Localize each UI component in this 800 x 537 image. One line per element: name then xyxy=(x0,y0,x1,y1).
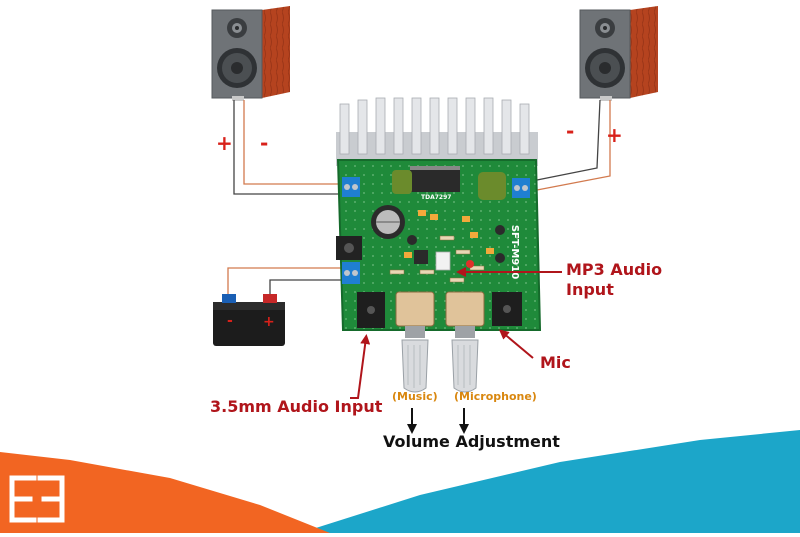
mp3-input-label-line2: Input xyxy=(566,280,614,299)
footer-band xyxy=(0,430,800,533)
left-speaker-plus-label: + xyxy=(216,131,233,155)
callout-arrows xyxy=(350,267,562,434)
pot-microphone xyxy=(445,291,485,393)
terminal-left-top xyxy=(342,177,360,197)
battery: - + xyxy=(213,294,285,346)
audio-35mm-label: 3.5mm Audio Input xyxy=(210,397,383,416)
left-speaker xyxy=(211,6,290,101)
terminal-right-top xyxy=(512,178,530,198)
mp3-input-label-line1: MP3 Audio xyxy=(566,260,662,279)
speaker-wires xyxy=(233,99,611,195)
pot-music xyxy=(395,291,435,393)
capacitor-large xyxy=(371,205,405,239)
mic-label: Mic xyxy=(540,353,571,372)
music-label: (Music) xyxy=(392,390,438,403)
audio-jack xyxy=(357,292,385,328)
right-speaker-minus-label: - xyxy=(566,119,574,143)
mic-jack xyxy=(492,292,522,326)
battery-plus-sign: + xyxy=(263,314,275,330)
amplifier-board: TDA7297 xyxy=(336,97,542,393)
terminal-power xyxy=(342,262,360,284)
left-speaker-minus-label: - xyxy=(260,131,268,155)
battery-minus-sign: - xyxy=(227,313,233,329)
battery-wires xyxy=(227,267,343,296)
chip-label: TDA7297 xyxy=(421,194,451,201)
heatsink xyxy=(336,97,538,166)
right-speaker xyxy=(579,6,658,101)
brand-logo xyxy=(9,475,65,523)
volume-adjustment-label: Volume Adjustment xyxy=(383,432,560,451)
board-model-label: SFT-M910 xyxy=(509,225,520,279)
right-speaker-plus-label: + xyxy=(606,123,623,147)
microphone-label: (Microphone) xyxy=(454,390,537,403)
